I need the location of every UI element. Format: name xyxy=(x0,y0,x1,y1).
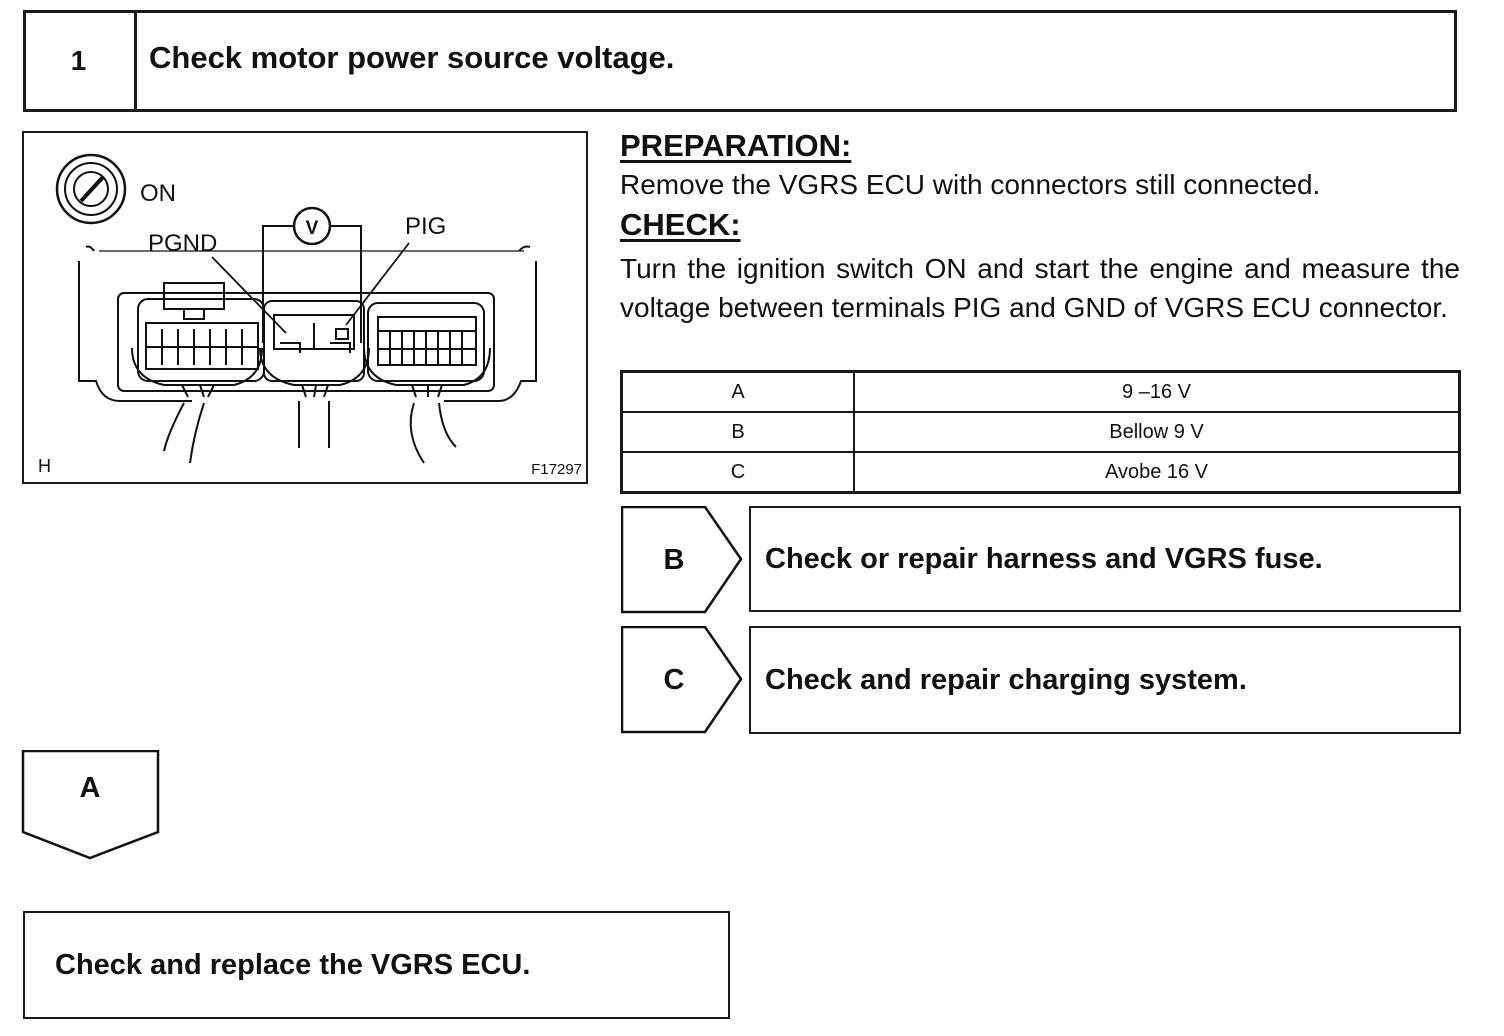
table-row: C Avobe 16 V xyxy=(620,451,1461,494)
arrow-right-tag-icon xyxy=(621,626,743,734)
figure-id: F17297 xyxy=(531,461,582,478)
result-code: A xyxy=(620,370,855,413)
ignition-key-icon xyxy=(55,153,127,225)
result-value: 9 –16 V xyxy=(853,370,1461,413)
connector-right xyxy=(363,302,491,386)
step-number: 1 xyxy=(23,10,137,112)
next-step-code: A xyxy=(79,772,101,804)
wire-harness xyxy=(163,384,457,464)
connector-middle xyxy=(259,300,370,386)
ignition-on-label: ON xyxy=(140,180,176,207)
connector-left xyxy=(131,282,265,386)
preparation-heading: PREPARATION: xyxy=(620,128,852,163)
result-table: A 9 –16 V B Bellow 9 V C Avobe 16 V xyxy=(620,370,1461,494)
branch-c-code: C xyxy=(663,663,685,696)
arrow-right-tag-icon xyxy=(621,506,743,614)
next-step-action: Check and replace the VGRS ECU. xyxy=(23,911,730,1019)
result-code: B xyxy=(620,411,855,453)
branch-c-tag: C xyxy=(621,626,743,734)
preparation-text: Remove the VGRS ECU with connectors stil… xyxy=(620,169,1321,200)
check-text: Turn the ignition switch ON and start th… xyxy=(620,253,1460,323)
branch-c-action: Check and repair charging system. xyxy=(749,626,1461,734)
result-value: Avobe 16 V xyxy=(853,451,1461,494)
ecu-connector-illustration: ON V PGND PIG xyxy=(22,131,588,484)
ecu-connector-drawing: ON V PGND PIG xyxy=(38,153,582,478)
pgnd-label: PGND xyxy=(148,230,217,257)
pig-label: PIG xyxy=(405,213,446,240)
table-row: A 9 –16 V xyxy=(620,370,1461,413)
voltmeter-label: V xyxy=(306,218,319,239)
next-step-tag: A xyxy=(21,750,161,862)
ecu-housing xyxy=(78,245,537,402)
result-value: Bellow 9 V xyxy=(853,411,1461,453)
branch-b-code: B xyxy=(663,543,685,576)
figure-corner-code: H xyxy=(38,456,51,476)
step-title: Check motor power source voltage. xyxy=(149,40,675,75)
result-code: C xyxy=(620,451,855,494)
arrow-down-tag-icon xyxy=(21,750,160,860)
branch-b-tag: B xyxy=(621,506,743,614)
branch-b-action: Check or repair harness and VGRS fuse. xyxy=(749,506,1461,612)
voltmeter-icon: V xyxy=(292,206,332,246)
check-heading: CHECK: xyxy=(620,207,741,242)
step-header xyxy=(23,10,1457,112)
table-row: B Bellow 9 V xyxy=(620,411,1461,453)
